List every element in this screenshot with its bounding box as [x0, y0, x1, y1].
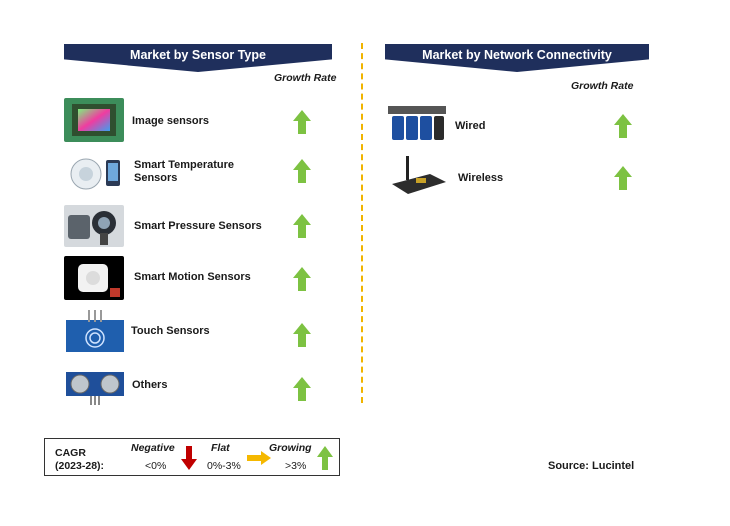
item-label-line: Others	[132, 379, 168, 391]
pressure-gauge-icon	[64, 205, 124, 247]
camera-sensor-chip-icon	[64, 98, 124, 142]
item-label-line: Wired	[455, 120, 486, 132]
cagr-label-line2: (2023-28):	[55, 460, 105, 472]
growing-arrow-legend-icon	[317, 446, 333, 470]
growing-arrow-icon	[293, 214, 311, 238]
growing-range: >3%	[285, 460, 307, 472]
cable-connectors-icon	[386, 104, 448, 144]
wireless-module-icon	[388, 156, 450, 196]
item-label-line: Wireless	[458, 172, 504, 184]
item-label-line: Smart Motion Sensors	[134, 271, 251, 283]
item-label-line: Sensors	[134, 172, 178, 184]
item-label-line: Image sensors	[132, 115, 210, 127]
item-label-line: Smart Temperature	[134, 159, 235, 171]
growing-arrow-icon	[293, 323, 311, 347]
growing-arrow-icon	[293, 377, 311, 401]
growing-arrow-icon	[293, 110, 311, 134]
right-panel-title-text: Market by Network Connectivity	[422, 48, 612, 62]
negative-range: <0%	[145, 460, 167, 472]
growing-arrow-icon	[293, 267, 311, 291]
touch-pad-board-icon	[64, 310, 126, 354]
left-panel-title: Market by Sensor Type	[64, 44, 332, 72]
thermometer-device-icon	[64, 152, 124, 194]
source-note: Source: Lucintel	[548, 460, 635, 472]
negative-arrow-icon	[181, 446, 197, 470]
flat-label: Flat	[211, 442, 230, 454]
flat-range: 0%-3%	[207, 460, 241, 472]
left-panel-title-text: Market by Sensor Type	[130, 48, 266, 62]
negative-label: Negative	[131, 442, 175, 454]
left-growth-rate-label: Growth Rate	[274, 72, 337, 84]
panel-divider	[361, 43, 363, 403]
cagr-legend: CAGR (2023-28): Negative <0% Flat 0%-3% …	[44, 438, 340, 476]
item-label-line: Touch Sensors	[131, 325, 210, 337]
growing-arrow-icon	[614, 114, 632, 138]
ultrasonic-module-icon	[64, 364, 126, 406]
growing-label: Growing	[269, 442, 312, 454]
flat-arrow-icon	[247, 451, 271, 465]
cagr-label-line1: CAGR	[55, 447, 86, 459]
right-growth-rate-label: Growth Rate	[571, 80, 634, 92]
item-label-line: Smart Pressure Sensors	[134, 220, 262, 232]
growing-arrow-icon	[614, 166, 632, 190]
motion-detector-icon	[64, 256, 124, 300]
right-panel-title: Market by Network Connectivity	[385, 44, 649, 72]
growing-arrow-icon	[293, 159, 311, 183]
